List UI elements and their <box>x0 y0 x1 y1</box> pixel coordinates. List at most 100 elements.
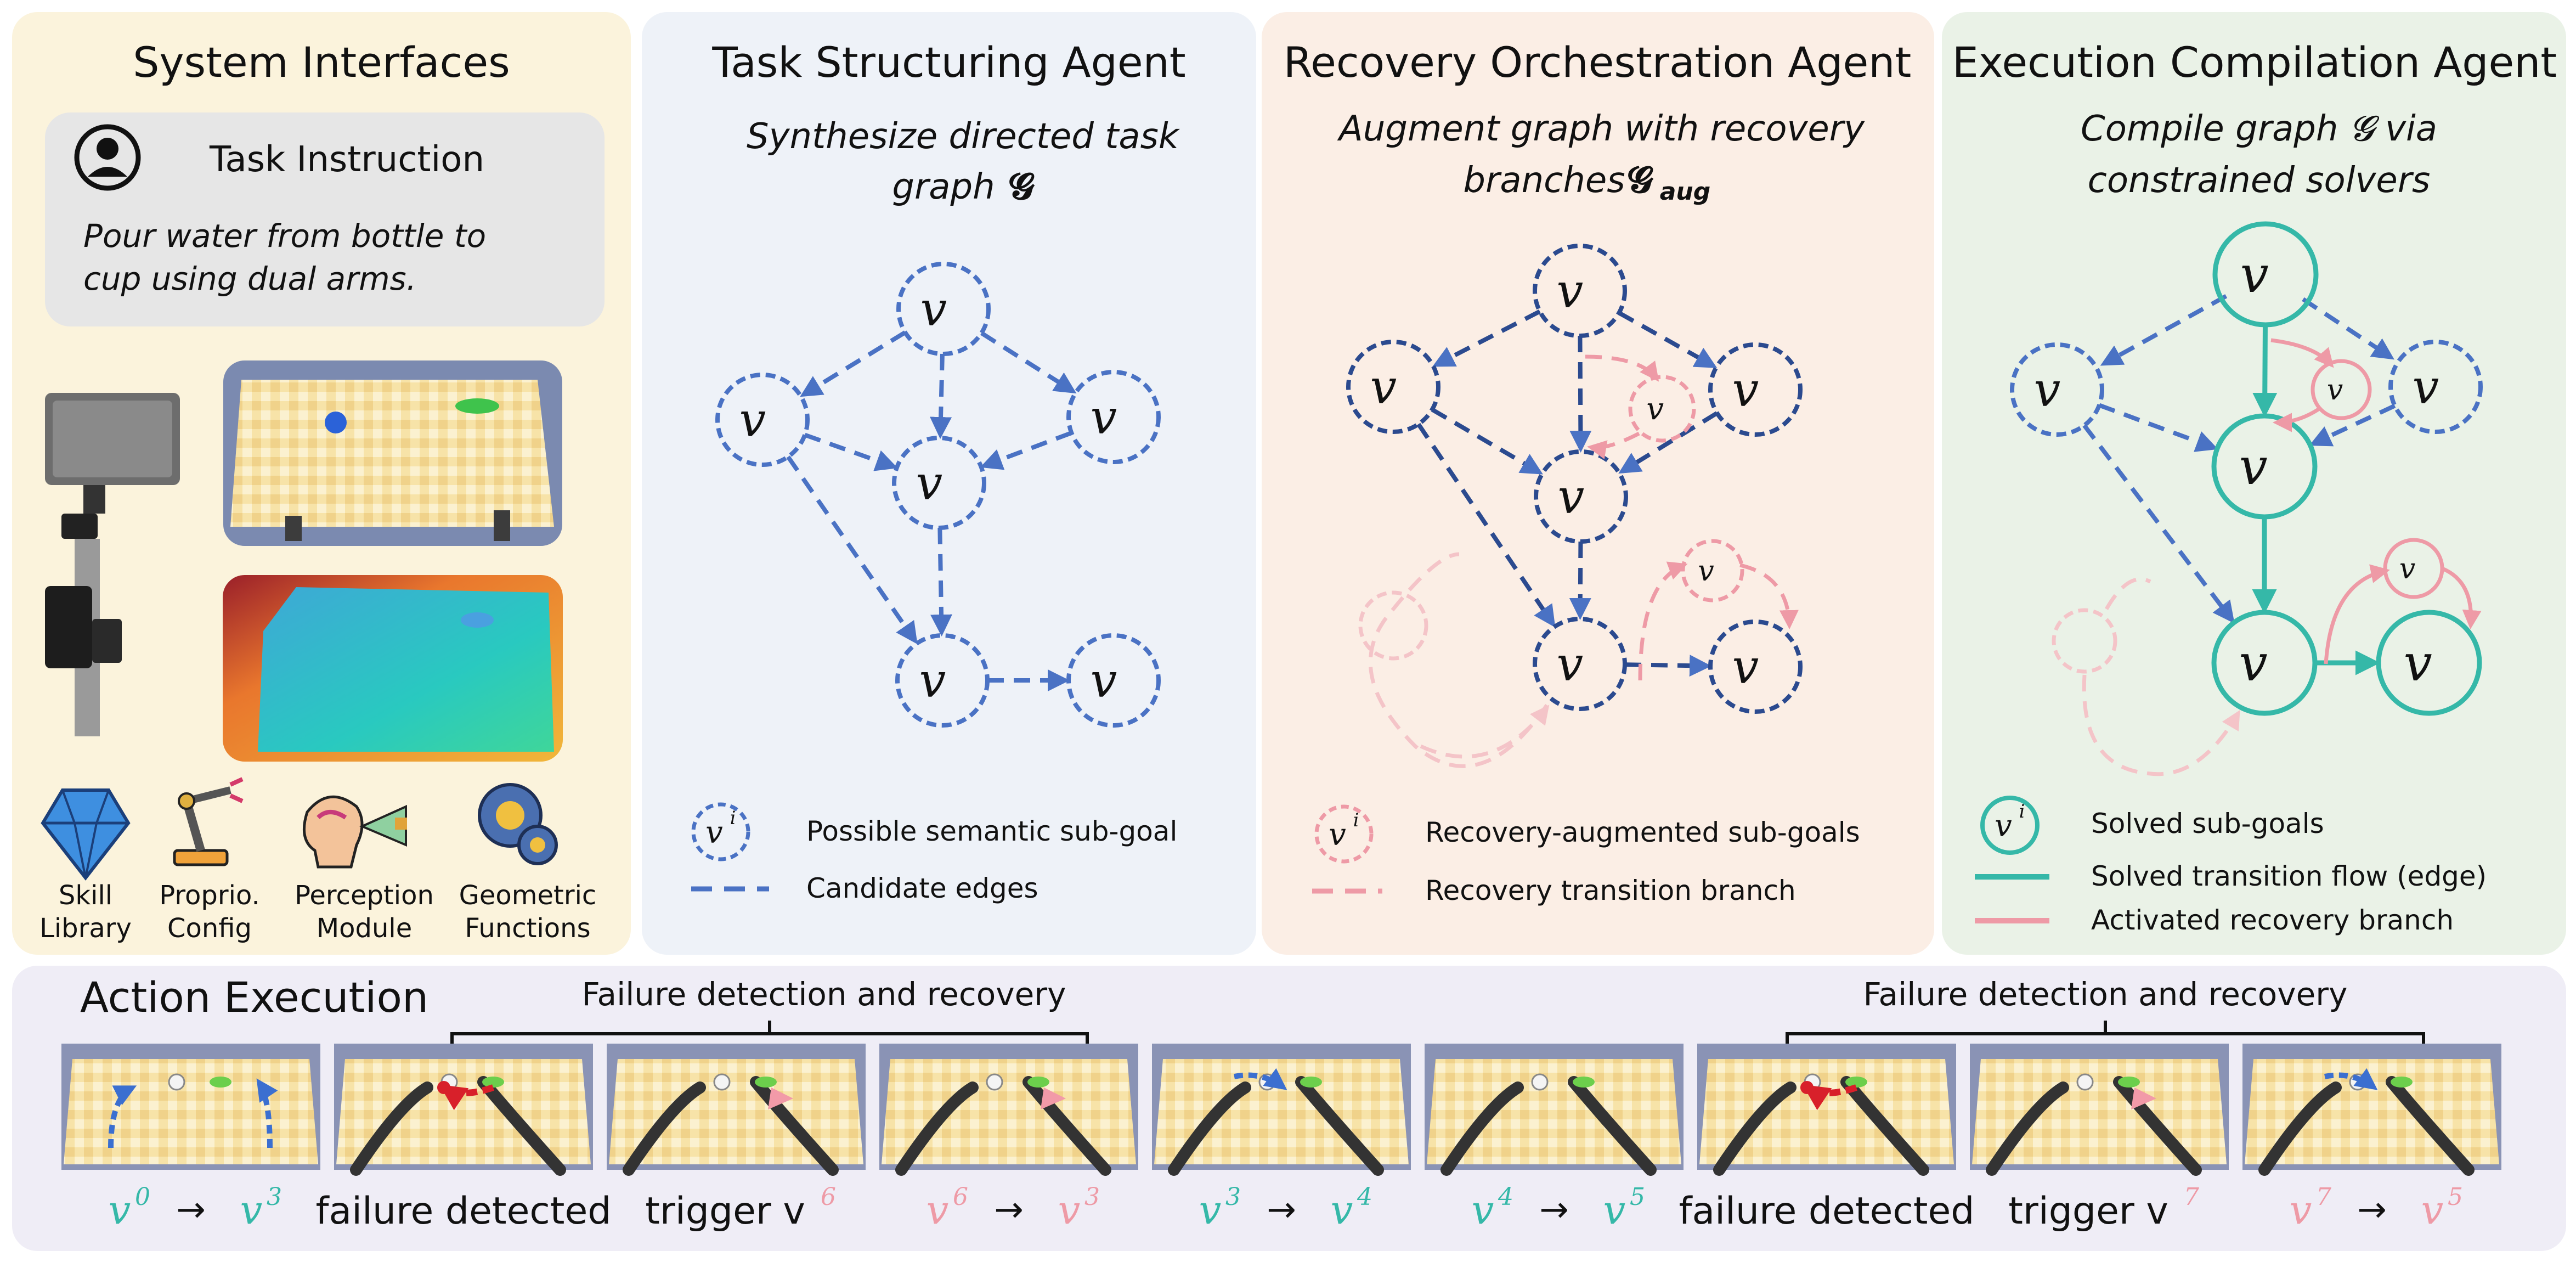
node-1-circle <box>715 373 810 467</box>
frame-1-bottle <box>210 1077 231 1088</box>
compilation-subtitle-2: constrained solvers <box>2088 160 2431 201</box>
legend-node-v: v <box>705 815 723 850</box>
node-3-circle <box>892 436 986 530</box>
node-2-v: v <box>1091 390 1117 445</box>
frame-2-bottle <box>482 1077 504 1088</box>
caption-1-from-sup: 0 <box>135 1183 150 1211</box>
compile-v7-out <box>2441 566 2482 629</box>
node-0-v: v <box>2240 245 2269 304</box>
caption-3-sup: 6 <box>821 1183 836 1211</box>
legend-recovery-node-label: Recovery-augmented sub-goals <box>1425 816 1860 848</box>
edge-v1-v3 <box>804 432 898 471</box>
node-4-circle <box>895 633 990 728</box>
frame-4-right-arm <box>1023 1076 1111 1176</box>
recovery-loop-return <box>1420 705 1550 759</box>
caption-5-to-sup: 4 <box>1357 1183 1372 1211</box>
caption-6-to-sup: 5 <box>1630 1183 1645 1211</box>
node-4-v: v <box>2239 634 2268 692</box>
structuring-panel <box>642 12 1256 955</box>
edge-v0-v1 <box>1432 309 1541 367</box>
module-sublabel-3: Module <box>317 913 413 944</box>
caption-1-from: v <box>109 1187 131 1233</box>
caption-4-from: v <box>927 1187 949 1233</box>
node-2-circle <box>1708 342 1803 437</box>
caption-5-to: v <box>1331 1187 1353 1233</box>
frame-4-cup <box>986 1073 1003 1091</box>
instruction-line-2: cup using dual arms. <box>83 260 416 297</box>
compile-v6-out <box>2273 407 2320 432</box>
node-2: v <box>1708 342 1803 437</box>
node-0-circle <box>2212 221 2319 328</box>
legend-recovery-node-v: v <box>1329 817 1346 853</box>
diamond-icon <box>41 788 131 881</box>
caption-4-to-sup: 3 <box>1084 1183 1100 1211</box>
frame-7-failure-traj <box>1803 1084 1857 1111</box>
bracket-label-1: Failure detection and recovery <box>582 976 1066 1013</box>
frame-7-bottle <box>1845 1077 1867 1088</box>
node-2: v <box>1066 370 1161 464</box>
caption-4-to: v <box>1058 1187 1081 1233</box>
frame-4-recovery-marker <box>1041 1088 1066 1109</box>
node-1-circle <box>2010 342 2104 437</box>
edge-v0-v3 <box>2252 324 2278 418</box>
instruction-card <box>45 112 605 326</box>
recovery-subtitle-2: branches <box>1463 160 1625 201</box>
recovery-title: Recovery Orchestration Agent <box>1284 38 1912 87</box>
camera-tripod-image <box>45 393 180 736</box>
node-0: v <box>1533 244 1627 338</box>
edge-v1-v4 <box>786 455 918 645</box>
node-4: v <box>2211 610 2318 716</box>
caption-7: failure detected <box>1679 1190 1975 1233</box>
frame-4-left-arm <box>895 1081 979 1176</box>
node-2-circle <box>1066 370 1161 464</box>
frame-2-failure-traj <box>439 1084 494 1111</box>
node-5: v <box>1708 619 1803 714</box>
caption-1-arrow: → <box>176 1190 206 1230</box>
edge-v2-v3 <box>980 431 1072 470</box>
execution-frame-6 <box>1425 1044 1684 1176</box>
module-label-3: Perception <box>295 880 434 911</box>
caption-2: failure detected <box>316 1190 612 1233</box>
edge-v2-v3 <box>2309 403 2396 447</box>
node-0: v <box>2212 221 2319 328</box>
frame-1-right-traj <box>256 1078 278 1148</box>
perception-head-icon <box>303 795 407 869</box>
node-3-circle <box>1534 449 1628 544</box>
module-label-4: Geometric <box>459 880 597 911</box>
node-2-v: v <box>2413 360 2439 415</box>
edge-v0-v1 <box>800 330 907 397</box>
node-0-circle <box>896 262 991 356</box>
frame-3-bottle <box>755 1077 777 1088</box>
node-5: v <box>2376 610 2482 716</box>
node-5-circle <box>1708 619 1803 714</box>
execution-frame-3 <box>607 1044 866 1176</box>
frame-8-left-arm <box>1986 1081 2069 1176</box>
recovery-graph-subscript: aug <box>1660 178 1711 206</box>
compile-dead-node <box>2052 608 2117 674</box>
user-avatar-icon <box>74 124 141 191</box>
node-0-v: v <box>920 282 947 337</box>
caption-5-from: v <box>1199 1187 1222 1233</box>
frame-3-recovery-marker <box>768 1088 793 1109</box>
node-5-v: v <box>1732 640 1759 695</box>
compile-v7-in <box>2324 564 2390 664</box>
frame-9-left-arm <box>2258 1081 2342 1176</box>
node-6-circle <box>1628 375 1696 443</box>
node-5-circle <box>2376 610 2482 716</box>
legend-recovery-edge-label: Recovery transition branch <box>1425 875 1796 906</box>
node-3: v <box>1534 449 1628 544</box>
node-3-v: v <box>2239 437 2268 496</box>
node-4-v: v <box>1557 637 1584 692</box>
edge-v1-v4 <box>1416 422 1556 628</box>
node-1-v: v <box>2034 363 2061 418</box>
compile-v6-in <box>2270 338 2334 368</box>
caption-9-to: v <box>2421 1187 2444 1233</box>
node-3-v: v <box>1558 470 1585 525</box>
instruction-line-1: Pour water from bottle to <box>83 217 486 255</box>
compile-dead-loop <box>2082 577 2238 776</box>
node-0: v <box>896 262 991 356</box>
caption-9-from-sup: 7 <box>2316 1183 2331 1211</box>
interfaces-title: System Interfaces <box>133 38 510 87</box>
